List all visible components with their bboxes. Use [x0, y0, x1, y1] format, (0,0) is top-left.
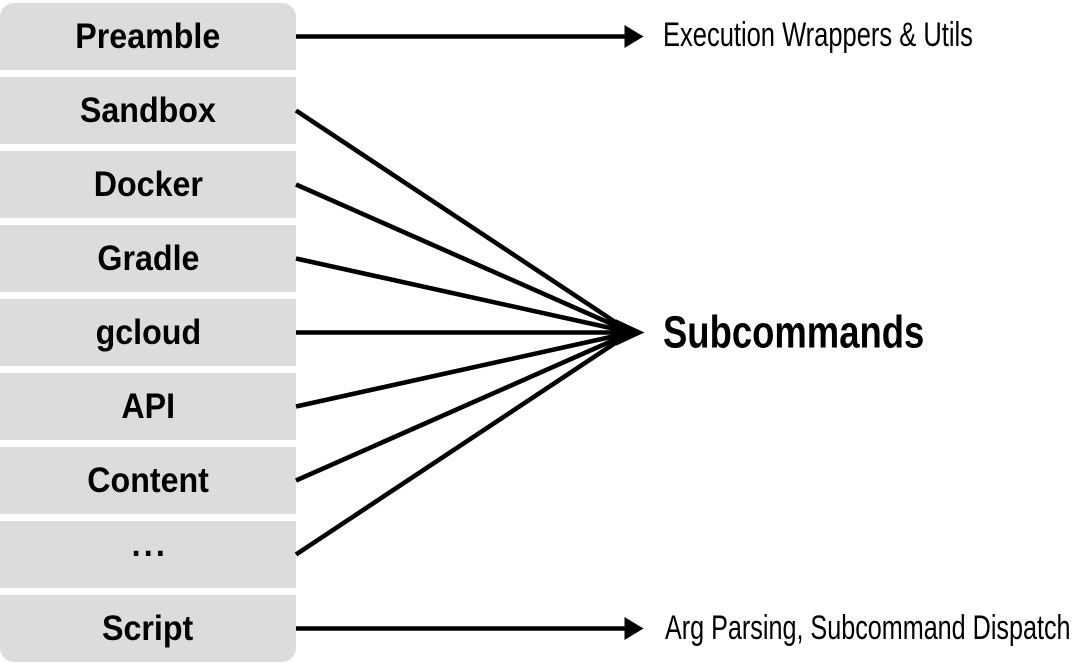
box-content-label: Content	[87, 461, 209, 500]
box-sandbox-label: Sandbox	[80, 91, 216, 130]
arrow-preamble-to-execution-wrappers	[296, 25, 644, 48]
box-preamble-label: Preamble	[75, 17, 221, 56]
label-subcommands: Subcommands	[663, 306, 925, 357]
edge-content	[295, 330, 632, 483]
box-gcloud: gcloud	[0, 299, 296, 366]
box-content: Content	[0, 447, 296, 514]
box-gradle-label: Gradle	[96, 239, 200, 278]
arrowhead-arg-parsing	[624, 617, 644, 640]
edge-api	[295, 330, 632, 409]
edge-sandbox	[294, 108, 633, 335]
arrowhead-execution-wrappers	[624, 25, 644, 48]
edge-docker	[295, 182, 632, 335]
box-api: API	[0, 373, 296, 440]
label-execution-wrappers: Execution Wrappers & Utils	[663, 16, 973, 54]
box-preamble: Preamble	[0, 3, 296, 70]
edge-ellipsis	[294, 330, 633, 557]
edge-gradle	[295, 256, 632, 335]
box-script-label: Script	[102, 609, 194, 648]
box-api-label: API	[121, 387, 175, 426]
arrow-script-to-arg-parsing	[296, 617, 644, 640]
box-gradle: Gradle	[0, 225, 296, 292]
arrowhead-subcommands	[616, 319, 645, 346]
box-gcloud-label: gcloud	[95, 313, 201, 352]
label-arg-parsing: Arg Parsing, Subcommand Dispatch	[665, 609, 1071, 647]
box-docker-label: Docker	[93, 165, 203, 204]
box-ellipsis-label: ...	[131, 525, 169, 564]
box-script: Script	[0, 595, 296, 662]
box-sandbox: Sandbox	[0, 77, 296, 144]
box-docker: Docker	[0, 151, 296, 218]
fan-to-subcommands	[294, 108, 645, 557]
box-ellipsis: ...	[0, 521, 296, 588]
